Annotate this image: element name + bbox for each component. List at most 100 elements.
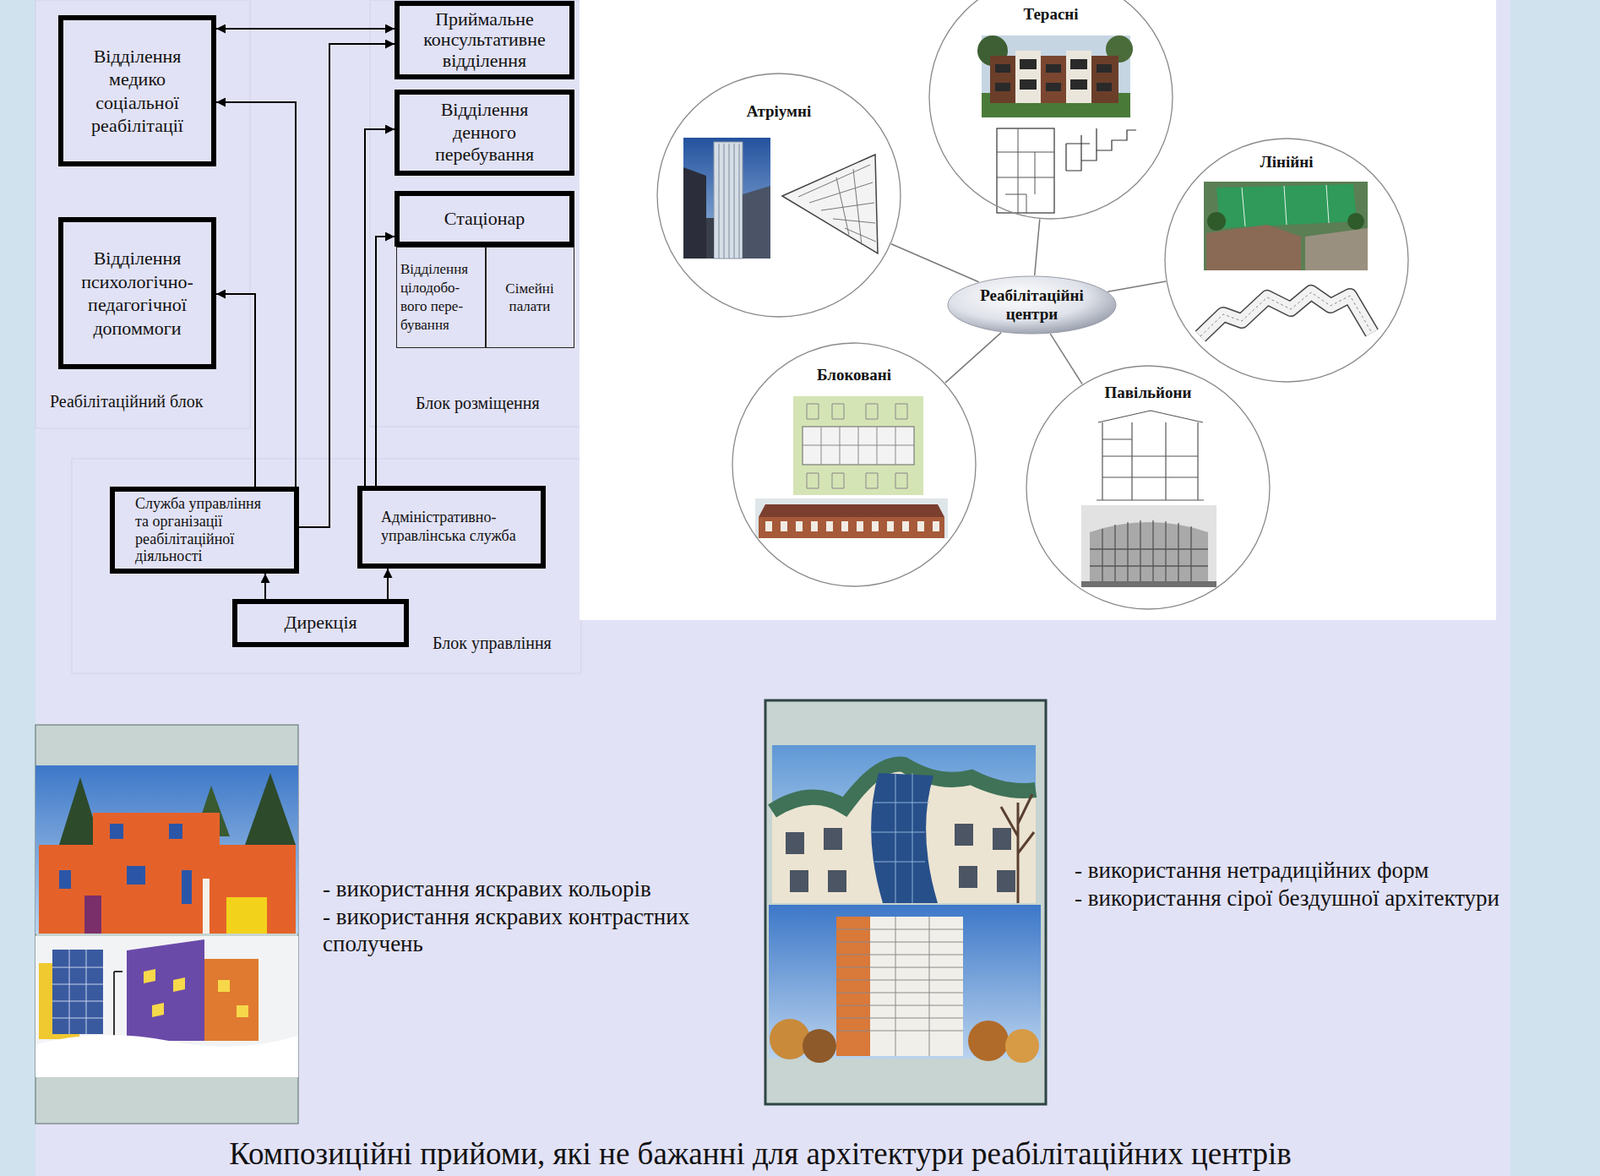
node-text: Служба управління та організації реабілі… — [135, 495, 274, 566]
photo-tree — [1207, 212, 1226, 231]
circle-ring — [657, 73, 901, 317]
node-text: Атріумні — [746, 102, 812, 122]
org-box: Приймальне консультативне відділення — [394, 0, 575, 80]
node-text: Стаціонар — [444, 207, 525, 230]
org-box: Відділення медико соціальної реабілітаці… — [58, 15, 217, 167]
photo-lines — [836, 916, 964, 1056]
type-circle: Блоковані — [731, 342, 977, 588]
circle-outline — [1164, 137, 1410, 383]
note-text: - використання нетрадиційних форм — [1074, 856, 1506, 884]
photo-ground — [1081, 505, 1217, 588]
label-holder: - використання яскравих кольорів — [322, 875, 762, 903]
circle-outline — [1025, 364, 1271, 610]
plan-fill — [1200, 292, 1372, 337]
node-text: Реабілітаційні центри — [964, 286, 1100, 324]
photo-door — [226, 897, 267, 934]
flow-arrow — [216, 293, 256, 487]
plan-lines — [798, 164, 877, 245]
label-holder: - використання яскравих контрастних спол… — [322, 903, 762, 958]
flow-arrow — [216, 102, 296, 487]
photo-windows — [995, 59, 1112, 92]
circle-ground — [731, 342, 977, 588]
photo-windows — [59, 823, 192, 904]
table-cell: Сімейні палати — [484, 246, 575, 349]
photo-field — [1216, 184, 1357, 229]
photo-building — [1066, 50, 1092, 104]
white-panel — [579, 0, 1497, 621]
caption: Композиційні прийоми, які не бажанні для… — [84, 1137, 1437, 1172]
circle-ring — [1164, 138, 1409, 382]
node-text: Сімейні палати — [495, 279, 564, 316]
node-text: Відділення цілодобо- вого пере- бування — [400, 260, 482, 335]
circle-ring — [1026, 365, 1270, 610]
photo-building — [1206, 224, 1301, 271]
circle-ring — [929, 0, 1173, 219]
node-text: Блоковані — [816, 365, 892, 386]
flow-arrow — [299, 43, 395, 528]
photo-building — [1091, 55, 1119, 104]
photo-panel — [765, 700, 1046, 1105]
photo-building — [990, 55, 1016, 104]
ellipse-shape — [947, 276, 1116, 334]
region-frame — [370, 0, 599, 427]
photo-sky — [683, 137, 771, 259]
node-text: Павільйони — [1104, 383, 1192, 403]
node-text: Відділення медико соціальної реабілітаці… — [70, 44, 205, 138]
center-ellipse: Реабілітаційні центри — [946, 275, 1117, 335]
photo-windows — [765, 521, 940, 532]
photo-tree — [244, 772, 296, 845]
page-ground — [35, 0, 1511, 1176]
label-holder: Блок розміщення — [415, 392, 585, 414]
block-label: Блок розміщення — [415, 392, 585, 414]
plan-lines — [996, 128, 1055, 213]
plan-lines — [802, 403, 915, 489]
circle-ground — [1164, 137, 1410, 383]
node-text: Адміністративно-управлінська служба — [380, 508, 523, 545]
photo-building — [1089, 522, 1209, 582]
circle-ground — [656, 72, 902, 318]
note-text: - використання яскравих кольорів — [322, 875, 762, 903]
flow-arrow — [375, 236, 395, 486]
field-lines — [1241, 185, 1329, 227]
photo-sky — [35, 765, 299, 934]
node-text: Відділення психологічно-педагогічної доп… — [70, 246, 205, 340]
org-box: Стаціонар — [394, 190, 575, 247]
photo-tree — [1001, 794, 1035, 904]
photo-ground — [1203, 181, 1368, 271]
plan-outline — [782, 154, 878, 254]
plan-ground — [793, 396, 924, 496]
photo-building — [706, 217, 714, 259]
label-holder: - використання нетрадиційних форм — [1074, 856, 1506, 884]
section-lines — [1096, 410, 1204, 501]
photo-building — [836, 916, 871, 1056]
photo-ground — [1081, 581, 1217, 588]
flow-arrow — [386, 568, 389, 599]
flow-arrow — [216, 27, 395, 30]
circle-ground — [928, 0, 1174, 220]
photo-building — [1040, 55, 1067, 104]
flow-arrow — [264, 573, 267, 599]
photo-building — [742, 185, 771, 259]
org-box: Служба управління та організації реабілі… — [109, 486, 300, 574]
org-box: Відділення денного перебування — [394, 89, 575, 176]
photo-lines — [870, 772, 930, 904]
flow-arrow — [364, 129, 395, 486]
circle-ground — [1025, 364, 1271, 610]
link-line — [1034, 218, 1040, 276]
photo-panel — [35, 724, 299, 1124]
photo-sky — [755, 498, 948, 539]
photo-glass — [870, 772, 938, 904]
link-line — [1050, 333, 1083, 385]
node-text: Приймальне консультативне відділення — [413, 9, 557, 71]
photo-building — [772, 764, 1036, 904]
plan-lines — [1200, 292, 1372, 337]
block-label: Реабілітаційний блок — [49, 391, 270, 412]
photo-tree — [802, 1028, 837, 1063]
node-text: Відділення денного перебування — [421, 98, 549, 166]
link-line — [1107, 281, 1166, 292]
photo-building — [1305, 228, 1368, 271]
photo-tower — [713, 141, 743, 259]
region-frame — [35, 0, 251, 429]
